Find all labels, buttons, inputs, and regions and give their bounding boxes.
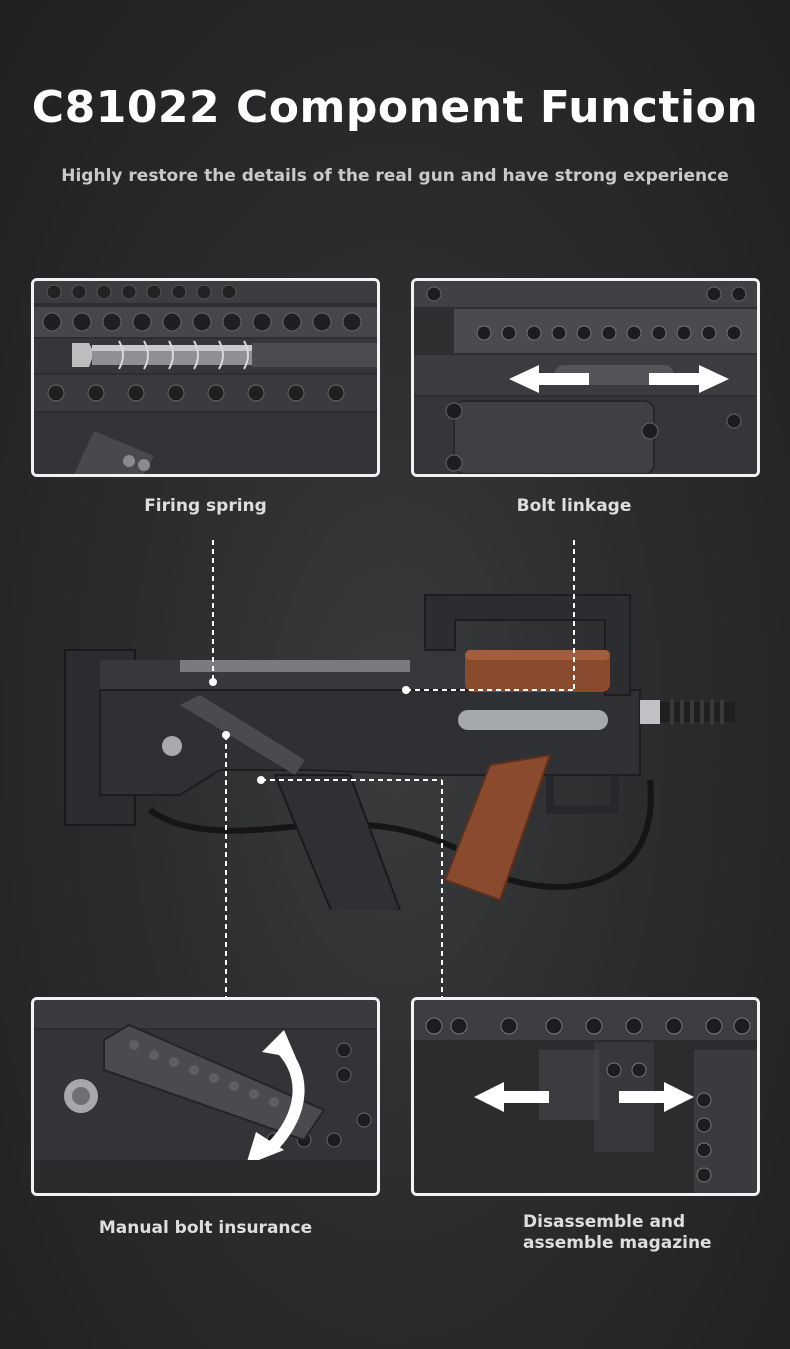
magazine-label: Disassemble and assemble magazine xyxy=(523,1212,712,1253)
gun-model-image xyxy=(64,594,735,910)
bolt-linkage-illustration xyxy=(414,281,757,474)
double-arrow-icon xyxy=(509,365,729,393)
firing-spring-illustration xyxy=(34,281,377,474)
bolt-linkage-label: Bolt linkage xyxy=(516,496,632,516)
double-arrow-icon xyxy=(474,1082,694,1112)
manual-bolt-insurance-label: Manual bolt insurance xyxy=(98,1218,313,1238)
magazine-illustration xyxy=(414,1000,757,1193)
page-subtitle: Highly restore the details of the real g… xyxy=(61,166,729,186)
firing-spring-detail-image xyxy=(31,278,380,477)
firing-spring-label: Firing spring xyxy=(144,496,267,516)
bolt-linkage-detail-image xyxy=(411,278,760,477)
rotate-arrow-icon xyxy=(246,1030,305,1165)
page-title: C81022 Component Function xyxy=(31,82,759,133)
magazine-detail-image xyxy=(411,997,760,1196)
manual-bolt-insurance-detail-image xyxy=(31,997,380,1196)
manual-bolt-insurance-illustration xyxy=(34,1000,377,1193)
